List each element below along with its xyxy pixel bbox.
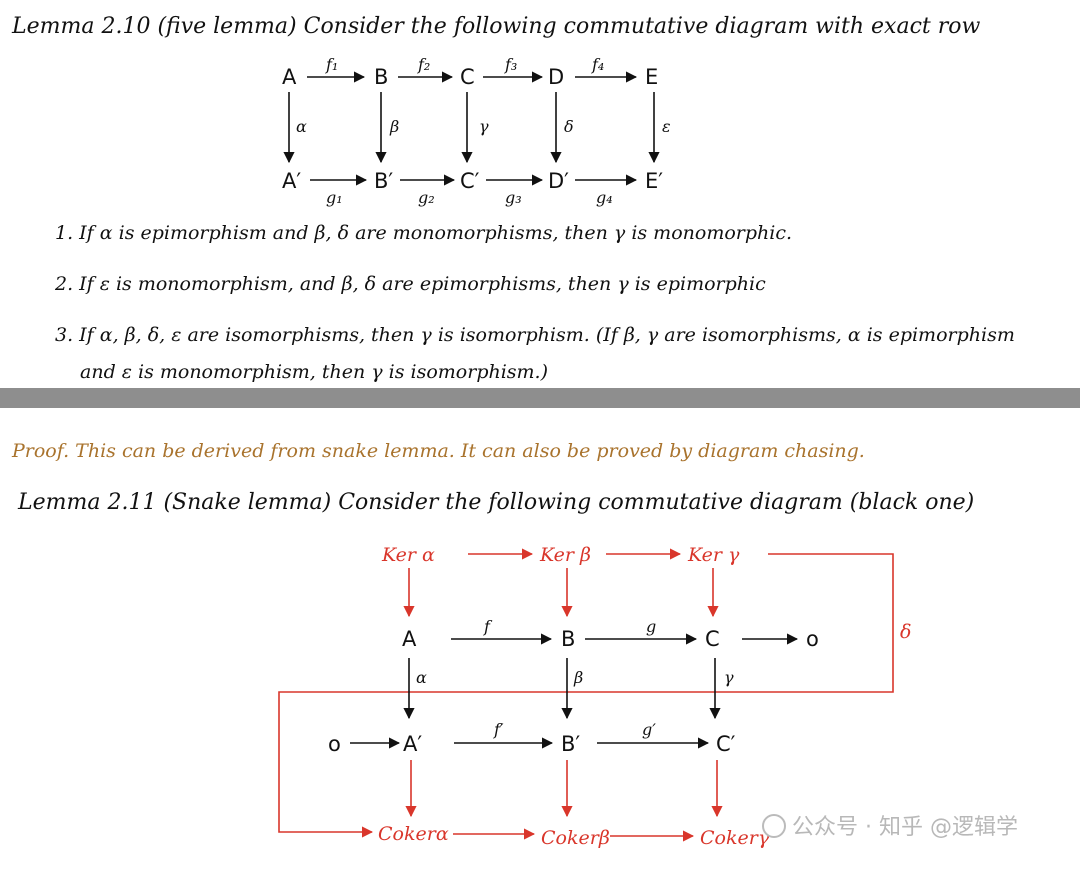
label-f-prime: f′: [493, 720, 504, 739]
label-g: g: [646, 617, 656, 636]
condition-3-continued: and ε is monomorphism, then γ is isomorp…: [80, 361, 549, 383]
node-A: A: [402, 627, 417, 651]
label-g3: g₃: [505, 188, 522, 207]
node-C: C: [460, 65, 475, 89]
node-zero-left: o: [328, 732, 341, 756]
label-f4: f₄: [591, 55, 604, 74]
label-delta: δ: [564, 117, 574, 136]
label-alpha: α: [416, 668, 427, 687]
node-zero-right: o: [806, 627, 819, 651]
label-f1: f₁: [325, 55, 338, 74]
label-f3: f₃: [504, 55, 517, 74]
label-g2: g₂: [418, 188, 435, 207]
node-B-prime: B′: [561, 732, 580, 756]
node-B-prime: B′: [374, 169, 393, 193]
condition-2: 2. If ε is monomorphism, and β, δ are ep…: [55, 273, 766, 295]
snake-lemma-heading: Lemma 2.11 (Snake lemma) Consider the fo…: [18, 490, 975, 515]
node-A: A: [282, 65, 297, 89]
label-f2: f₂: [417, 55, 430, 74]
node-C-prime: C′: [716, 732, 736, 756]
condition-3: 3. If α, β, δ, ε are isomorphisms, then …: [55, 324, 1015, 346]
label-beta: β: [573, 668, 583, 687]
label-g-prime: g′: [642, 720, 656, 739]
label-delta: δ: [900, 621, 911, 643]
snake-lemma-diagram: Ker α Ker β Ker γ δ A B C o f g α β γ o …: [278, 544, 1018, 849]
snake-lemma-panel: Proof. This can be derived from snake le…: [0, 408, 1080, 873]
node-E-prime: E′: [645, 169, 663, 193]
label-gamma: γ: [479, 117, 489, 136]
node-B: B: [374, 65, 388, 89]
label-g1: g₁: [326, 188, 343, 207]
page-separator: [0, 388, 1080, 408]
arrow-connecting-delta: [278, 553, 894, 838]
node-B: B: [561, 627, 575, 651]
label-alpha: α: [296, 117, 307, 136]
node-C: C: [705, 627, 720, 651]
node-coker-alpha: Cokerα: [378, 823, 449, 845]
wechat-logo-icon: [762, 814, 786, 838]
node-E: E: [645, 65, 658, 89]
node-A-prime: A′: [282, 169, 301, 193]
five-lemma-panel: Lemma 2.10 (five lemma) Consider the fol…: [0, 0, 1080, 388]
five-lemma-diagram: A B C D E f₁ f₂ f₃ f₄ α β γ δ ε A′ B′ C′…: [282, 55, 671, 207]
label-epsilon: ε: [662, 117, 671, 136]
node-C-prime: C′: [460, 169, 480, 193]
node-ker-alpha: Ker α: [381, 544, 435, 566]
node-ker-beta: Ker β: [539, 544, 591, 566]
node-ker-gamma: Ker γ: [687, 544, 740, 566]
label-g4: g₄: [596, 188, 613, 207]
node-coker-gamma: Cokerγ: [700, 827, 770, 849]
label-gamma: γ: [724, 668, 734, 687]
watermark-text: 公众号 · 知乎 @逻辑学: [792, 815, 1018, 840]
proof-text: Proof. This can be derived from snake le…: [12, 440, 865, 462]
condition-1: 1. If α is epimorphism and β, δ are mono…: [55, 222, 793, 244]
label-beta: β: [389, 117, 399, 136]
five-lemma-heading: Lemma 2.10 (five lemma) Consider the fol…: [12, 14, 981, 39]
label-f: f: [483, 617, 493, 636]
node-D-prime: D′: [548, 169, 569, 193]
watermark: 公众号 · 知乎 @逻辑学: [762, 814, 1018, 840]
node-A-prime: A′: [403, 732, 422, 756]
node-coker-beta: Cokerβ: [541, 827, 610, 849]
node-D: D: [548, 65, 564, 89]
